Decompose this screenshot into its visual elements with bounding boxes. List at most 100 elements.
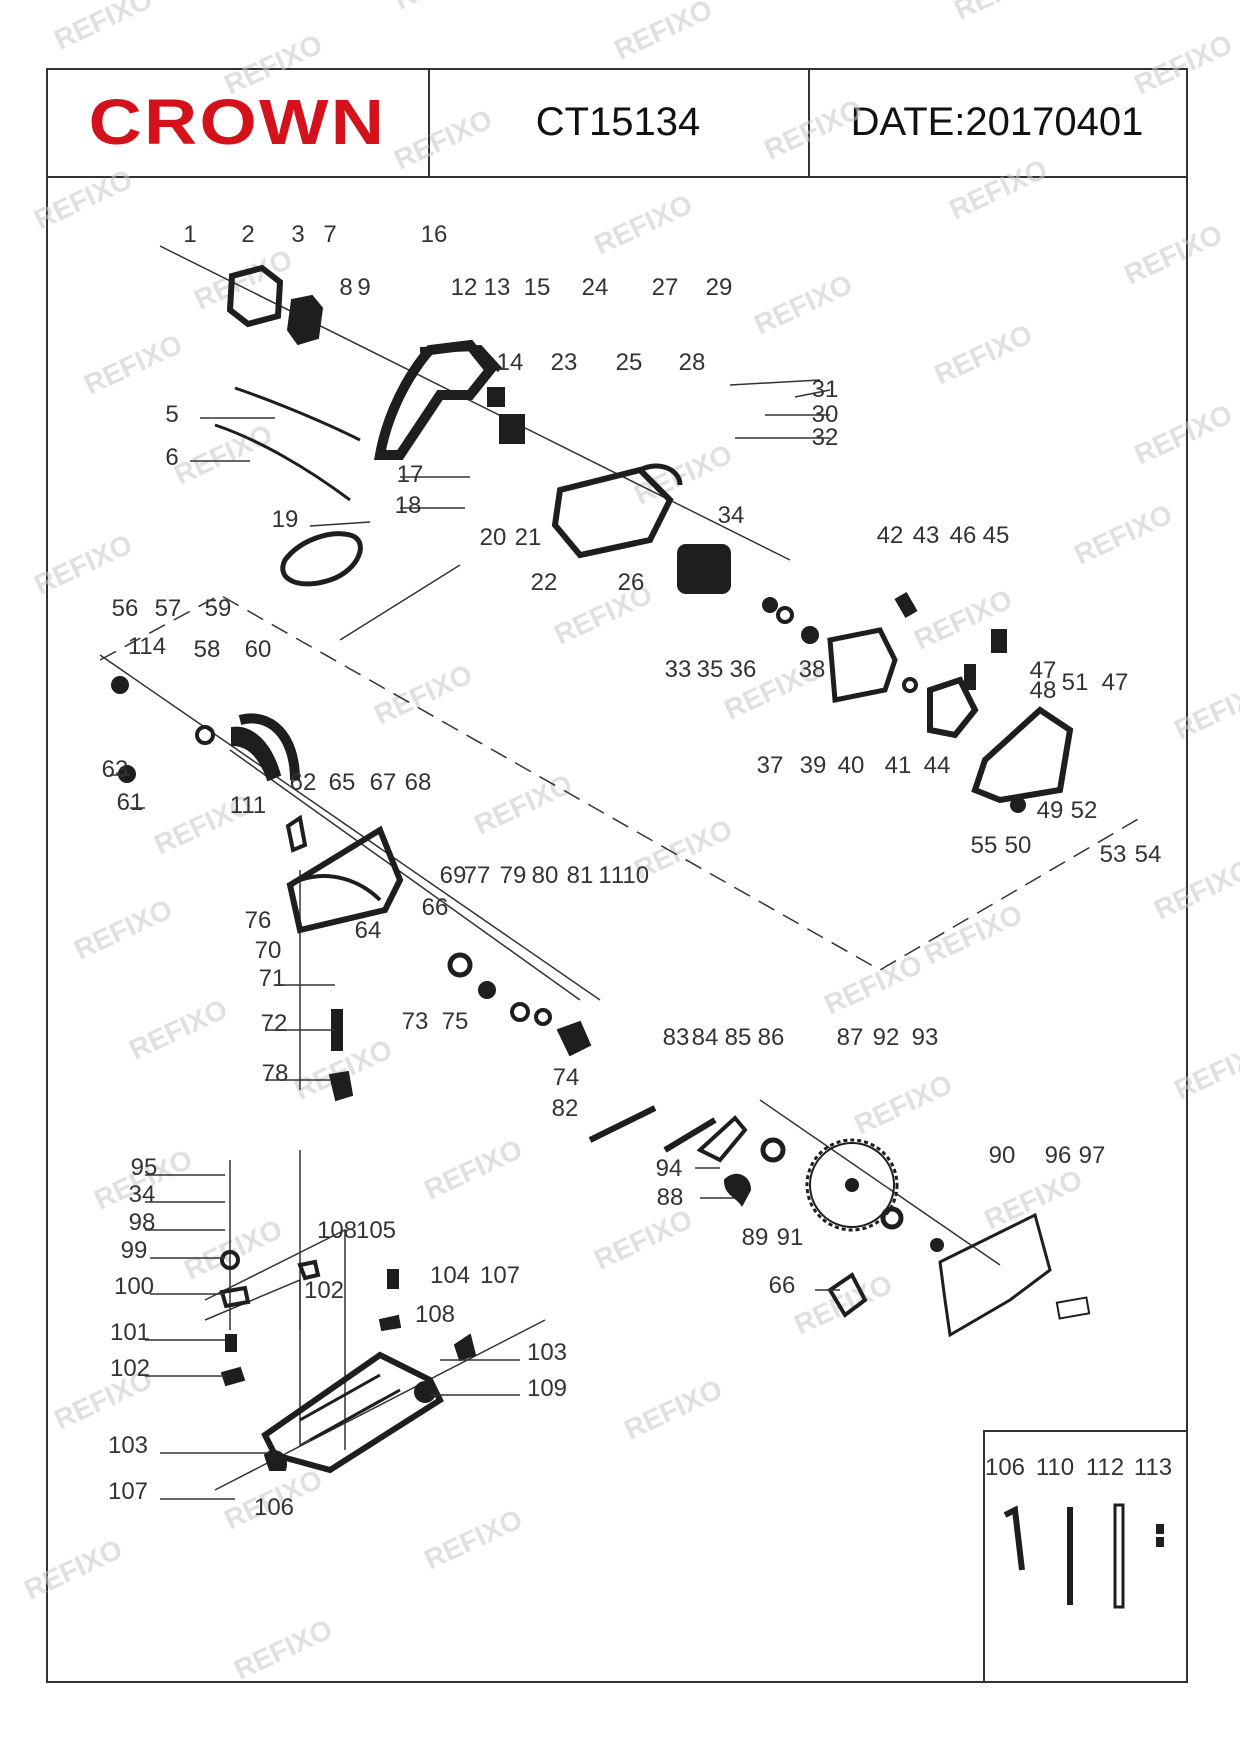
watermark-text: REFIXO: [749, 268, 857, 340]
callout-54: 54: [1135, 841, 1162, 868]
callout-94: 94: [656, 1155, 683, 1182]
callout-42: 42: [877, 522, 904, 549]
part-88-89: [723, 1173, 752, 1207]
part-bearing-60: [195, 725, 215, 745]
parts: [111, 264, 1164, 1609]
part-handle: [374, 339, 497, 460]
watermark-text: REFIXO: [179, 1213, 287, 1285]
watermark-text: REFIXO: [369, 658, 477, 730]
callout-27: 27: [652, 274, 679, 301]
callout-37: 37: [757, 752, 784, 779]
watermark-text: REFIXO: [619, 1373, 727, 1445]
watermark-layer: REFIXO REFIXO REFIXO REFIXO REFIXO REFIXO REFI…: [19, 0, 1240, 1685]
callout-61: 61: [117, 789, 144, 816]
callout-112: 112: [1086, 1454, 1124, 1481]
callout-23: 23: [551, 349, 578, 376]
callout-86: 86: [758, 1024, 785, 1051]
callout-88: 88: [657, 1184, 684, 1211]
watermark-text: REFIXO: [589, 1203, 697, 1275]
callout-108: 108: [317, 1217, 357, 1244]
callout-47: 47: [1030, 657, 1057, 684]
callout-107: 107: [480, 1262, 520, 1289]
part-gear-79: [447, 952, 473, 978]
watermark-text: REFIXO: [929, 318, 1037, 390]
watermark-text: REFIXO: [69, 893, 177, 965]
watermark-text: REFIXO: [219, 28, 327, 100]
part-brush-45: [991, 629, 1007, 653]
part-power-cord: [280, 531, 363, 587]
watermark-text: REFIXO: [29, 528, 137, 600]
callout-59: 59: [205, 595, 232, 622]
callout-80: 80: [532, 862, 559, 889]
watermark-text: REFIXO: [819, 948, 927, 1020]
callout-65: 65: [329, 769, 356, 796]
part-bolt-94: [930, 1238, 944, 1252]
callout-56: 56: [112, 595, 139, 622]
callout-64: 64: [355, 917, 382, 944]
part-screw-56: [1156, 1524, 1164, 1534]
callout-78: 78: [262, 1060, 289, 1087]
callout-103: 103: [527, 1339, 567, 1366]
part-switch-trigger: [487, 387, 505, 407]
callout-43: 43: [913, 522, 940, 549]
part-wire-6: [214, 423, 351, 502]
callout-26: 26: [618, 569, 645, 596]
part-bearing-36: [762, 597, 778, 613]
part-clamp-107: [263, 1450, 287, 1471]
callout-35: 35: [697, 656, 724, 683]
part-armature: [827, 627, 898, 704]
callout-89: 89: [742, 1224, 769, 1251]
part-switch: [499, 414, 525, 444]
part-gear-housing: [971, 706, 1074, 804]
callout-31: 31: [812, 376, 839, 403]
part-bar-83: [588, 1105, 657, 1143]
callout-46: 46: [950, 522, 977, 549]
callout-50: 50: [1005, 832, 1032, 859]
callout-17: 17: [397, 461, 424, 488]
watermark-text: REFIXO: [79, 328, 187, 400]
callout-28: 28: [679, 349, 706, 376]
title-block: CROWN CT15134 DATE:20170401: [46, 68, 1188, 178]
callout-105: 105: [356, 1217, 396, 1244]
watermark-text: REFIXO: [419, 1503, 527, 1575]
callout-104: 104: [430, 1262, 470, 1289]
part-bearing-49: [1010, 797, 1026, 813]
callout-91: 91: [777, 1224, 804, 1251]
model-number: CT15134: [535, 99, 701, 144]
callout-98: 98: [129, 1209, 156, 1236]
callout-66: 66: [769, 1272, 796, 1299]
callout-82: 82: [552, 1095, 579, 1122]
part-bearing-82: [556, 1020, 592, 1057]
watermark-text: REFIXO: [389, 103, 497, 175]
part-knob-61: [118, 765, 136, 783]
callout-70: 70: [255, 937, 282, 964]
accessories-inset: [983, 1430, 1188, 1683]
part-nut-57: [111, 676, 129, 694]
callout-68: 68: [405, 769, 432, 796]
part-label-97: [1055, 1296, 1091, 1320]
watermark-text: REFIXO: [944, 153, 1052, 225]
guard-axis-line: [229, 749, 581, 1001]
callout-62: 62: [290, 769, 317, 796]
callout-36: 36: [730, 656, 757, 683]
part-motor-housing: [551, 466, 674, 559]
callout-1: 1: [183, 221, 196, 248]
callout-63: 63: [102, 756, 129, 783]
callout-9: 9: [357, 274, 370, 301]
part-knob-74: [328, 1070, 354, 1102]
watermark-text: REFIXO: [1169, 1033, 1240, 1105]
callout-1: 1: [598, 862, 611, 889]
callout-51: 51: [1062, 669, 1089, 696]
callout-66: 66: [422, 894, 449, 921]
watermark-text: REFIXO: [949, 0, 1057, 25]
callout-53: 53: [1100, 841, 1127, 868]
part-upper-guard: [286, 825, 404, 934]
callout-69: 69: [440, 862, 467, 889]
part-bracket-101: [219, 1285, 251, 1309]
part-hex-key-110: [1003, 1505, 1025, 1571]
watermark-text: REFIXO: [1129, 398, 1237, 470]
callout-6: 6: [165, 444, 178, 471]
callout-71: 71: [259, 965, 286, 992]
part-lever-65: [285, 814, 308, 853]
drawing-frame: [46, 68, 1188, 1683]
